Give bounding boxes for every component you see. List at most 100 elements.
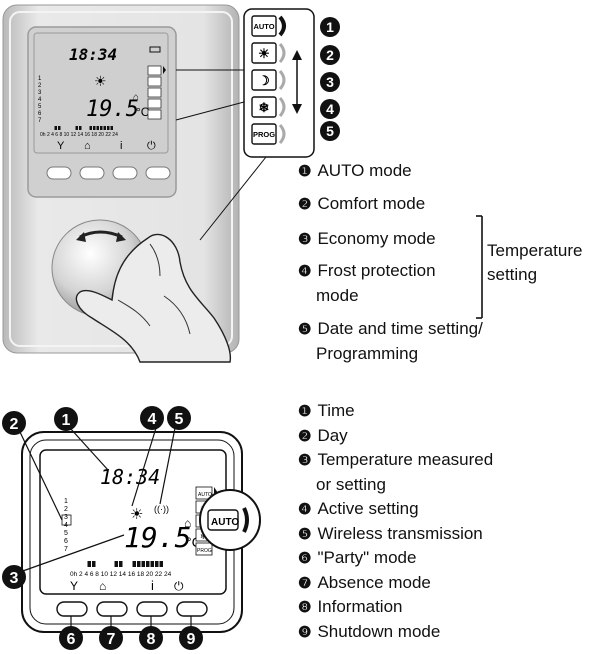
legend-item: mode [316, 285, 359, 306]
side-button[interactable] [251, 15, 277, 37]
bottom-leaders [19, 427, 192, 626]
svg-text:❄: ❄ [200, 532, 207, 541]
bracket-label-line1: Temperature [487, 241, 583, 260]
legend-text: Wireless transmission [317, 523, 483, 543]
side-button-label: ☽ [258, 73, 270, 88]
shutdown-button[interactable] [145, 166, 171, 180]
callout-number: 3 [10, 570, 19, 587]
day-number: 4 [38, 97, 42, 103]
program-bar [107, 126, 110, 130]
lcd-unit: °C [136, 105, 150, 119]
callout-number: 1 [326, 19, 334, 35]
hours-axis: 0h 2 4 6 8 10 12 14 16 18 20 22 24 [70, 571, 172, 578]
legend-number: ❺ [298, 525, 312, 543]
auto-zoom-circle: AUTO [199, 489, 261, 551]
sun-icon: ☀ [94, 73, 107, 89]
day-number: 6 [38, 111, 42, 117]
program-bar [54, 126, 57, 130]
thermometer-icon: ⌂ [184, 516, 191, 530]
lcd-time-display: 18:34 [100, 465, 160, 489]
program-bar [114, 561, 118, 567]
info-button[interactable] [112, 166, 138, 180]
legend-number: ❷ [298, 427, 312, 445]
auto-zoom-label: AUTO [211, 517, 239, 528]
party-button[interactable] [46, 166, 72, 180]
side-button[interactable] [251, 42, 277, 64]
bracket-label-line2: setting [487, 265, 538, 284]
legend-number: ❹ [298, 263, 312, 280]
legend-text: Comfort mode [317, 194, 426, 213]
program-bar [58, 126, 61, 130]
legend-number: ❸ [298, 452, 312, 469]
legend-text: Frost protection [317, 261, 436, 280]
hours-axis: 0h 2 4 6 8 10 12 14 16 18 20 22 24 [40, 132, 118, 138]
side-button[interactable] [251, 69, 277, 91]
callout-number: 9 [187, 631, 196, 648]
callout-number: 3 [326, 74, 334, 90]
callout-badge [99, 626, 123, 650]
day-number: 2 [64, 506, 68, 513]
day-number: 7 [38, 118, 42, 124]
legend-number: ❼ [298, 574, 312, 592]
program-bar [155, 561, 159, 567]
program-bar [119, 561, 123, 567]
legend-text: Information [317, 597, 403, 616]
callout-badge [2, 411, 26, 435]
program-bar [79, 126, 82, 130]
legend-number: ❹ [298, 501, 312, 518]
program-bar [87, 561, 91, 567]
program-bar [100, 126, 103, 130]
program-bar [110, 126, 113, 130]
legend-text: Time [317, 401, 355, 420]
legend-number: ❷ [298, 196, 312, 213]
legend-item: Programming [316, 343, 418, 364]
legend-number: ❶ [298, 163, 312, 180]
program-bars [54, 126, 113, 130]
legend-text: "Party" mode [317, 548, 417, 567]
day-number: 5 [38, 104, 42, 110]
power-icon: ⏻ [147, 140, 156, 152]
side-button[interactable] [251, 123, 277, 145]
legend-number: ❺ [298, 321, 312, 338]
program-bar [89, 126, 92, 130]
program-bar [146, 561, 150, 567]
absence-button[interactable] [79, 166, 105, 180]
legend-text: Programming [316, 344, 419, 363]
day-number: 5 [64, 530, 68, 537]
power-icon: ⏻ [174, 579, 184, 593]
day-number: 6 [64, 538, 68, 545]
svg-text:AUTO: AUTO [198, 492, 212, 498]
legend-item: or setting [316, 474, 386, 495]
mode-indicator [278, 43, 286, 63]
callout-badge [54, 407, 78, 431]
callout-badge [320, 99, 340, 119]
bottom-thermostat-face [21, 431, 243, 633]
legend-text: Active setting [317, 499, 419, 518]
lcd-temperature: 19.5 [124, 521, 191, 554]
day-number: 4 [64, 522, 68, 529]
day-number: 3 [64, 514, 68, 521]
callout-badge [320, 121, 340, 141]
callout-number: 4 [326, 101, 334, 117]
legend-number: ❻ [298, 550, 312, 567]
side-button[interactable] [251, 96, 277, 118]
bottom-front-buttons[interactable] [56, 601, 208, 617]
program-bar [96, 126, 99, 130]
side-button-label: PROG [253, 130, 275, 139]
callout-number: 6 [67, 631, 76, 648]
legend-item: ❺ Wireless transmission [298, 523, 483, 545]
temperature-bracket [476, 215, 483, 319]
program-bar [75, 126, 78, 130]
front-buttons[interactable] [46, 166, 171, 180]
side-buttons-list: AUTO☀☽❄PROG [251, 15, 286, 145]
lcd-time-display: 18:34 [69, 45, 117, 64]
callout-number: 1 [62, 412, 71, 429]
party-icon: Y [70, 579, 78, 593]
program-bar [159, 561, 163, 567]
legend-text: Day [317, 425, 348, 445]
legend-item: ❹ Active setting [298, 498, 419, 520]
